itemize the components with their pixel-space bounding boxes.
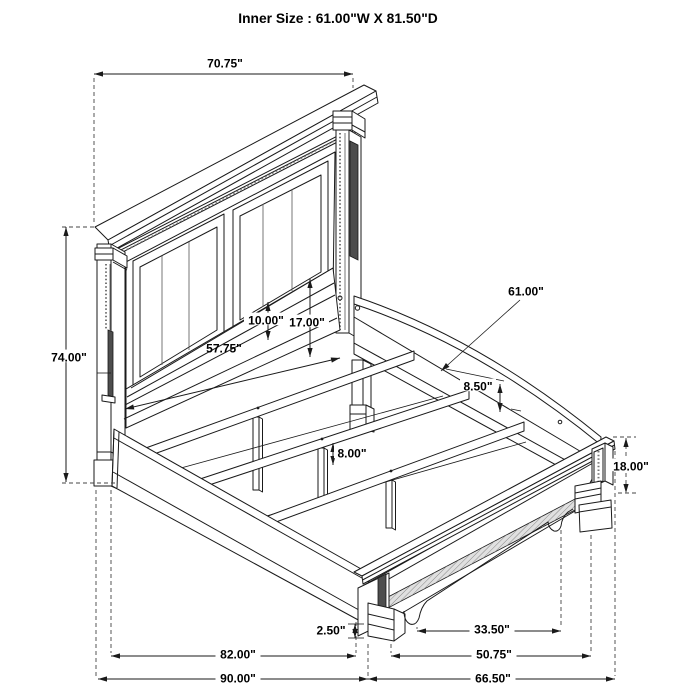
svg-text:10.00": 10.00" (248, 313, 284, 327)
svg-text:50.75": 50.75" (476, 647, 512, 661)
svg-text:66.50": 66.50" (475, 671, 511, 685)
svg-text:61.00": 61.00" (508, 284, 544, 298)
svg-text:17.00": 17.00" (289, 315, 325, 329)
svg-text:18.00": 18.00" (613, 459, 649, 473)
svg-text:57.75": 57.75" (206, 341, 242, 355)
svg-text:70.75": 70.75" (207, 56, 243, 70)
svg-text:82.00": 82.00" (220, 647, 256, 661)
svg-text:8.00": 8.00" (337, 446, 366, 460)
svg-text:74.00": 74.00" (51, 350, 87, 364)
svg-text:8.50": 8.50" (463, 379, 492, 393)
svg-text:2.50": 2.50" (316, 623, 345, 637)
svg-text:Inner Size : 61.00"W X 81.50"D: Inner Size : 61.00"W X 81.50"D (238, 11, 437, 26)
svg-text:90.00": 90.00" (220, 671, 256, 685)
svg-text:33.50": 33.50" (474, 622, 510, 636)
